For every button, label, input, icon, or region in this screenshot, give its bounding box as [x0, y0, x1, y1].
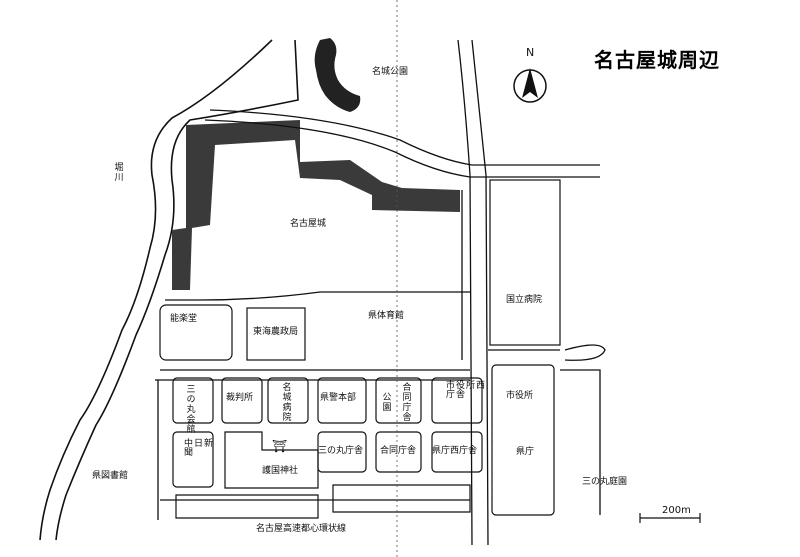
- label-chunichi: 中日新聞: [184, 439, 215, 459]
- label-gokoku-shrine: 護国神社: [262, 466, 299, 476]
- label-meijo-park: 名城公園: [372, 67, 409, 77]
- scale-bar: [639, 513, 701, 523]
- label-national-hospital: 国立病院: [506, 295, 543, 305]
- scale-label: 200m: [662, 505, 691, 516]
- label-joint-office: 合同庁舎: [380, 446, 417, 456]
- castle-moat: [172, 120, 460, 290]
- label-tokai-agri: 東海農政局: [253, 327, 299, 337]
- label-noh-theater: 能楽堂: [170, 314, 198, 324]
- shrine-icon: ⛩: [272, 439, 288, 453]
- meijo-park-pond: [314, 38, 361, 112]
- label-sannomaru-kaikan: 三の丸会館: [184, 384, 195, 434]
- label-prefectural-gym: 県体育館: [368, 311, 405, 321]
- label-joint-office-north: 合同庁舎: [400, 382, 411, 422]
- label-nagoya-castle: 名古屋城: [290, 219, 327, 229]
- north-label: N: [526, 46, 535, 59]
- label-park: 公園: [380, 392, 391, 412]
- label-city-hall: 市役所: [506, 391, 534, 401]
- label-horikawa: 堀川: [112, 162, 123, 182]
- label-sannomaru-garden: 三の丸庭園: [582, 477, 628, 487]
- road-network: [155, 39, 606, 546]
- label-prefectural-office: 県庁: [516, 447, 535, 457]
- label-pref-police: 県警本部: [320, 393, 357, 403]
- label-expressway: 名古屋高速都心環状線: [256, 524, 347, 534]
- map-title: 名古屋城周辺: [594, 48, 720, 72]
- north-arrow-icon: [513, 68, 547, 103]
- label-pref-library: 県図書館: [92, 471, 129, 481]
- label-pref-west-office: 県庁西庁舎: [432, 446, 478, 456]
- horikawa-river: [39, 39, 299, 541]
- label-court: 裁判所: [226, 393, 254, 403]
- label-city-west-office: 市役所西庁舎: [446, 381, 487, 401]
- building-blocks: [159, 179, 561, 519]
- label-sannomaru-office: 三の丸庁舎: [318, 446, 364, 456]
- label-meijo-hospital: 名城病院: [280, 382, 291, 422]
